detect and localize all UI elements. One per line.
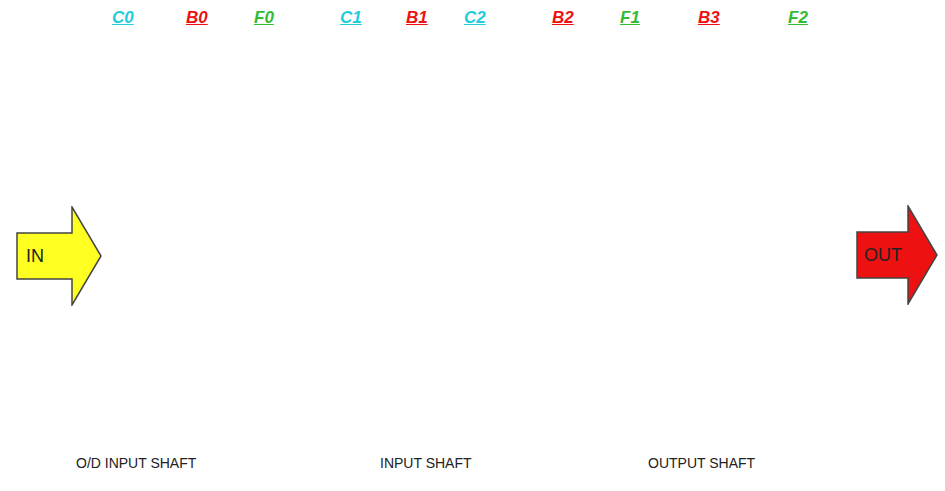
part-label: F2 xyxy=(788,8,808,28)
part-label: F1 xyxy=(620,8,640,28)
arrow-label: OUT xyxy=(864,245,902,266)
arrow-label: IN xyxy=(26,246,44,267)
part-label: B0 xyxy=(186,8,208,28)
part-label: C0 xyxy=(112,8,134,28)
shaft-label: OUTPUT SHAFT xyxy=(648,455,755,471)
shaft-label: O/D INPUT SHAFT xyxy=(76,455,196,471)
part-label: C2 xyxy=(464,8,486,28)
shaft-label: INPUT SHAFT xyxy=(380,455,472,471)
part-label: C1 xyxy=(340,8,362,28)
arrow-shape: OUT xyxy=(856,205,938,305)
arrow-shape: IN xyxy=(16,206,102,306)
part-label: B3 xyxy=(698,8,720,28)
part-label: B2 xyxy=(552,8,574,28)
part-label: B1 xyxy=(406,8,428,28)
part-label: F0 xyxy=(254,8,274,28)
